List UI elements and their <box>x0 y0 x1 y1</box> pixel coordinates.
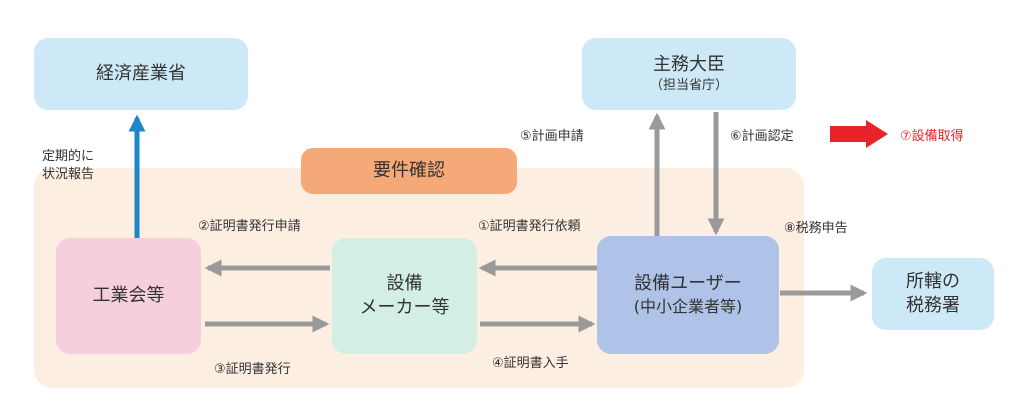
requirement-label: 要件確認 <box>373 159 445 181</box>
requirement-label-box: 要件確認 <box>301 148 517 194</box>
industry-node: 工業会等 <box>56 238 201 354</box>
user-label-line1: 設備ユーザー <box>634 273 742 295</box>
periodic-report-label: 定期的に 状況報告 <box>42 148 94 184</box>
user-label-line2: (中小企業者等) <box>633 297 743 317</box>
maker-node: 設備 メーカー等 <box>332 238 477 354</box>
maker-label-line2: メーカー等 <box>359 297 450 318</box>
step2-label: ②証明書発行申請 <box>198 219 301 234</box>
step6-label: ⑥計画認定 <box>730 129 794 144</box>
minister-sub-label: （担当省庁） <box>649 78 728 94</box>
periodic-report-line1: 定期的に <box>42 149 95 164</box>
industry-label: 工業会等 <box>92 284 165 306</box>
meti-label: 経済産業省 <box>96 62 186 84</box>
step1-label: ①証明書発行依頼 <box>478 219 581 234</box>
step5-label: ⑤計画申請 <box>520 129 584 144</box>
periodic-report-line2: 状況報告 <box>42 167 95 182</box>
tax-office-node: 所轄の 税務署 <box>872 258 994 330</box>
tax-office-label-line2: 税務署 <box>906 295 960 316</box>
step8-label: ⑧税務申告 <box>784 221 848 236</box>
user-node: 設備ユーザー (中小企業者等) <box>597 236 779 354</box>
meti-node: 経済産業省 <box>34 38 248 110</box>
step7-label: ⑦設備取得 <box>900 129 964 144</box>
step4-label: ④証明書入手 <box>492 356 569 371</box>
minister-node: 主務大臣 （担当省庁） <box>582 38 796 110</box>
tax-office-label-line1: 所轄の <box>906 270 960 292</box>
minister-label: 主務大臣 <box>653 53 725 75</box>
maker-label-line1: 設備 <box>386 272 423 294</box>
step3-label: ③証明書発行 <box>214 362 291 377</box>
equipment-acquisition-arrow <box>830 120 888 148</box>
